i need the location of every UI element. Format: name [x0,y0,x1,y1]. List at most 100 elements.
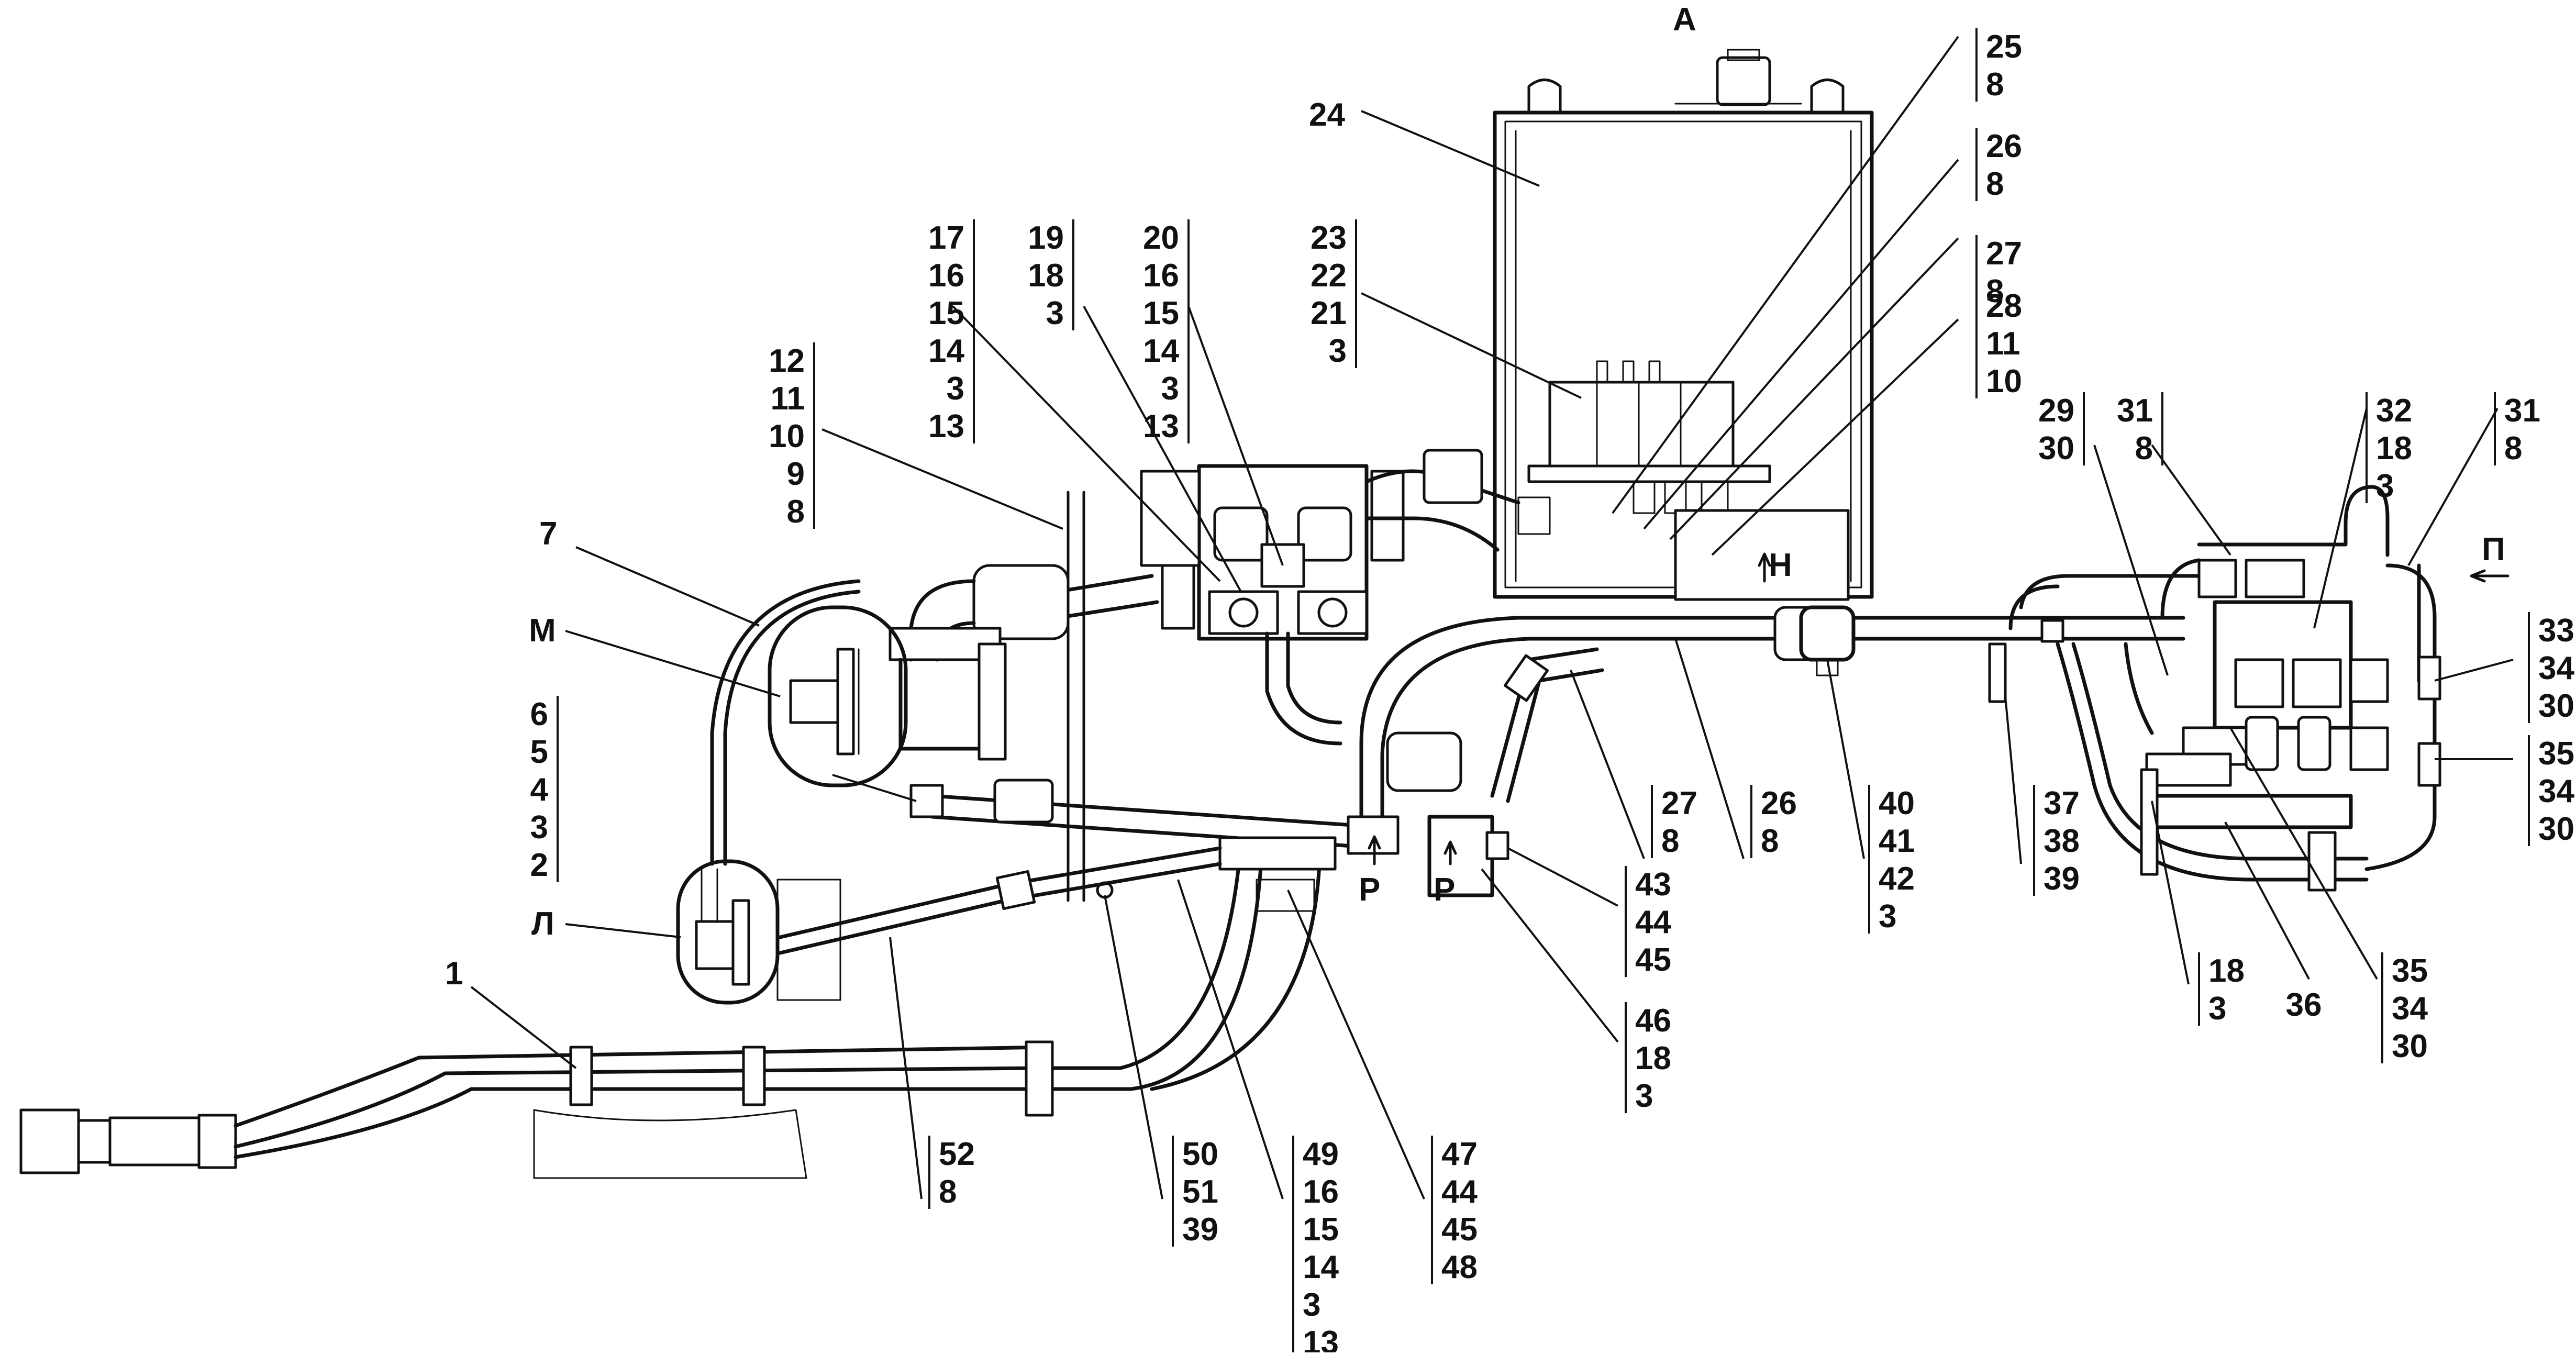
stack-label: 46 [1635,1003,1671,1039]
stack-label: 8 [1661,823,1679,859]
stack-label: 18 [2376,430,2412,467]
hose-7 [710,579,861,866]
label-p: П [2482,531,2505,568]
stack-label: 14 [1143,333,1179,369]
stack-label: 30 [2038,430,2074,467]
stack-label: 21 [1311,295,1347,331]
stack-label: 15 [1143,295,1179,331]
callout-stacks: 2582682782811101716151431319183201615143… [530,28,2574,1355]
stack-label: 27 [1986,236,2022,272]
stack-label: 28 [1986,288,2022,324]
label-r1: Р [1359,872,1380,908]
stack-label: 27 [1661,785,1697,821]
stack-label: 44 [1441,1174,1478,1210]
label-24: 24 [1309,97,1345,133]
stack-label: 49 [1303,1136,1339,1172]
label-1: 1 [445,956,463,992]
stack-label: 39 [2044,861,2080,897]
stack-label: 8 [2135,430,2153,467]
stack-s26b: 268 [1750,785,1797,859]
stack-label: 45 [1635,942,1671,978]
stack-label: 18 [1028,258,1064,294]
stack-label: 8 [1986,66,2004,103]
stack-label: 14 [1303,1249,1339,1285]
stack-s31b: 318 [2494,392,2540,467]
stack-label: 3 [1161,371,1179,407]
stack-label: 16 [928,258,964,294]
stack-s36: 36 [2286,987,2322,1023]
stack-s26top: 268 [1975,128,2022,202]
detail-l [676,859,841,1005]
filter-assembly [889,491,1159,902]
stack-label: 22 [1311,258,1347,294]
front-line-1 [19,1040,1054,1179]
stack-label: 50 [1182,1136,1218,1172]
hose-49 [1035,841,1243,1070]
stack-label: 11 [1986,326,2020,362]
stack-label: 3 [1046,295,1064,331]
detail-m [768,605,908,787]
stack-label: 26 [1761,785,1797,821]
label-l: Л [531,906,554,942]
stack-label: 8 [1986,273,2004,309]
stack-label: 34 [2538,773,2574,809]
stack-label: 43 [1635,867,1671,903]
stack-label: 25 [1986,29,2022,65]
stack-label: 47 [1441,1136,1478,1172]
stack-label: 20 [1143,220,1179,256]
tee-blocks [1386,647,1604,897]
stack-label: 38 [2044,823,2080,859]
stack-s27b: 278 [1651,785,1697,859]
stack-label: 51 [1182,1174,1218,1210]
stack-label: 37 [2044,785,2080,821]
stack-label: 23 [1311,220,1347,256]
valve-manifold [1140,449,1520,641]
stack-label: 31 [2504,393,2540,429]
stack-label: 14 [928,333,964,369]
stack-label: 10 [769,418,805,454]
stack-label: 17 [928,220,964,256]
stack-label: 39 [1182,1212,1218,1248]
stack-label: 48 [1441,1249,1478,1285]
stack-label: 9 [787,456,805,492]
stack-label: 30 [2538,811,2574,847]
stack-label: 32 [2376,393,2412,429]
label-7: 7 [539,516,557,552]
label-m: М [529,613,556,649]
stack-label: 13 [1143,408,1179,445]
view-label-a: А [1673,2,1696,38]
stack-s31a: 318 [2117,392,2163,467]
stack-label: 18 [1635,1040,1671,1076]
stack-label: 34 [2538,650,2574,686]
stack-label: 31 [2117,393,2153,429]
stack-label: 40 [1879,785,1915,821]
stack-label: 8 [1761,823,1779,859]
stack-label: 11 [770,381,805,417]
fitting-40 [1799,605,1856,662]
stack-label: 13 [1303,1325,1339,1352]
stack-label: 15 [1303,1212,1339,1248]
stack-label: 30 [2538,688,2574,724]
stack-label: 44 [1635,904,1671,940]
stack-label: 5 [530,734,548,770]
stack-label: 19 [1028,220,1064,256]
stack-s27top: 278 [1975,235,2022,309]
stack-label: 8 [1986,166,2004,202]
stack-s25: 258 [1975,28,2022,103]
stack-label: 29 [2038,393,2074,429]
stack-label: 42 [1879,861,1915,897]
